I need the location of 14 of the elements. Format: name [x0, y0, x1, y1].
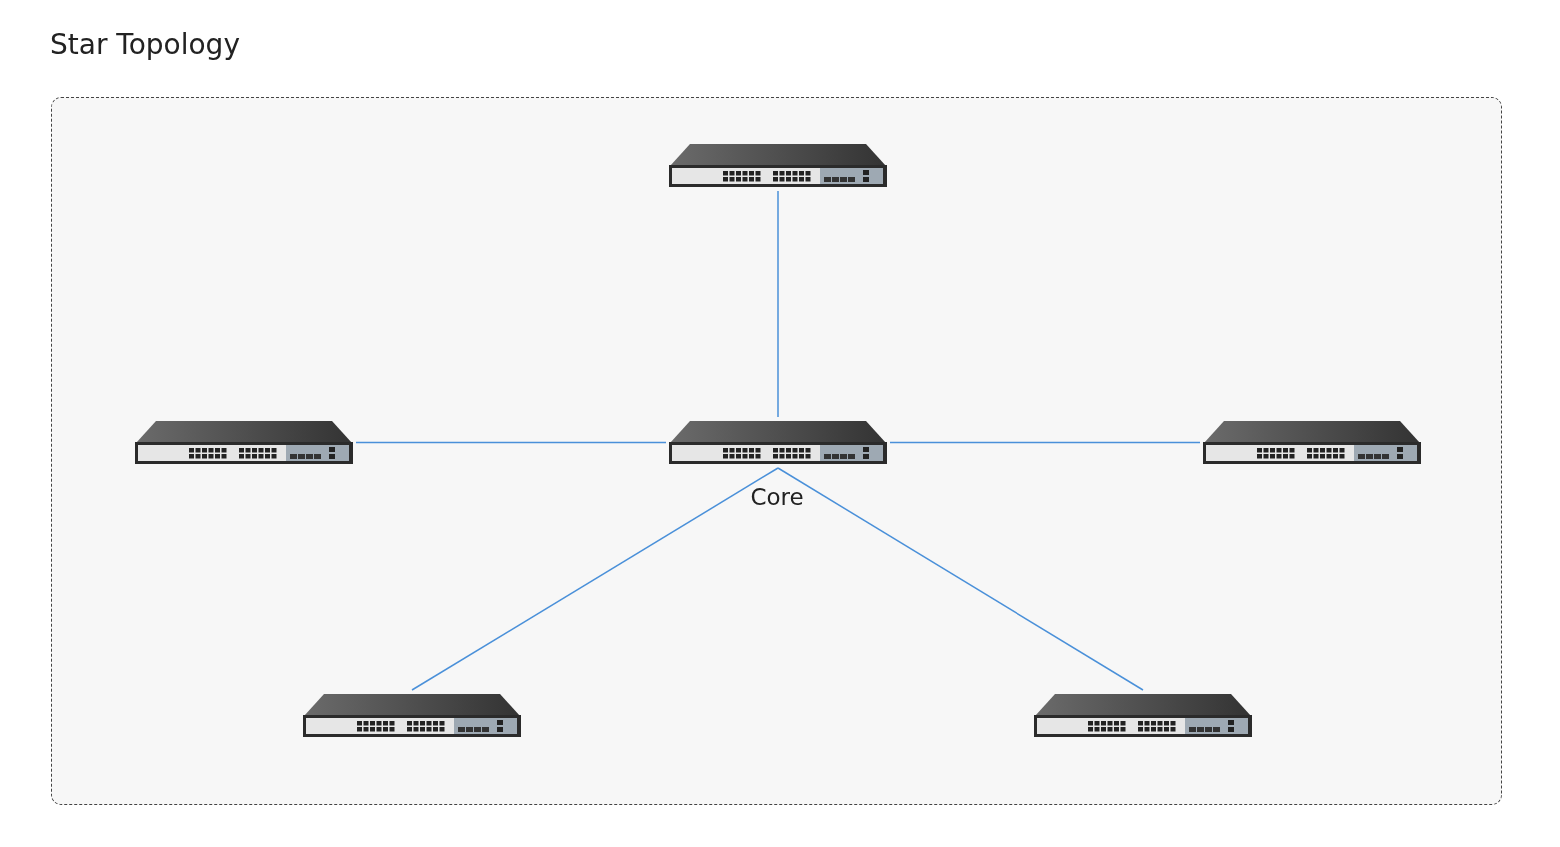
network-link	[777, 467, 1144, 691]
network-switch-drawing	[303, 693, 521, 738]
node-caption: Core	[749, 484, 805, 510]
network-area	[51, 97, 1502, 805]
network-switch-drawing	[1034, 693, 1252, 738]
network-link	[777, 190, 779, 418]
network-switch-drawing	[1203, 420, 1421, 465]
diagram-title: Star Topology	[50, 28, 240, 61]
network-switch-drawing	[135, 420, 353, 465]
network-link	[889, 441, 1201, 444]
network-switch-drawing	[669, 143, 887, 188]
network-link	[355, 441, 667, 444]
network-link	[411, 467, 779, 691]
network-switch-drawing	[669, 420, 887, 465]
